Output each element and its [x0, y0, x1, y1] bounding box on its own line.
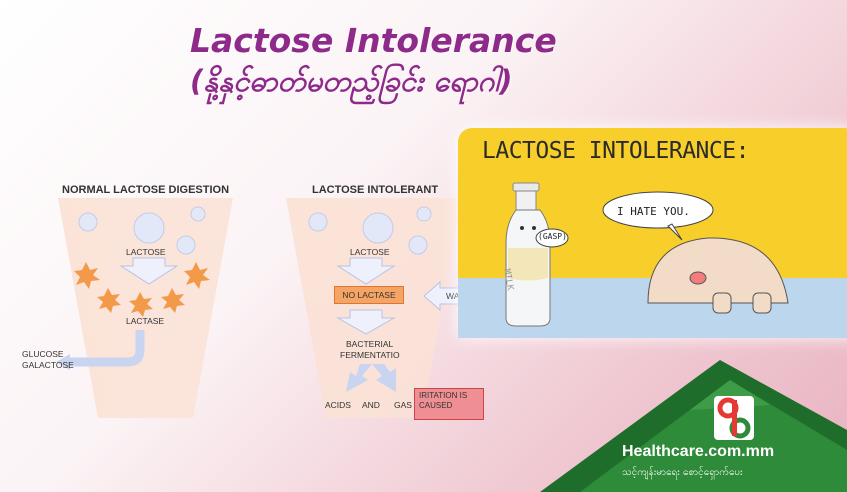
lactose-bubble — [176, 235, 196, 255]
title-line-2: (နို့နှင့်ဓာတ်မတည့်ခြင်း ရောဂါ) — [190, 64, 513, 98]
lactose-character — [647, 237, 789, 314]
normal-heading: NORMAL LACTOSE DIGESTION — [62, 184, 230, 196]
no-lactase-box: NO LACTASE — [334, 286, 404, 304]
down-arrow — [336, 309, 396, 335]
lactose-bubble — [408, 235, 428, 255]
down-arrow — [119, 257, 179, 285]
irritation-box: IRITATION IS CAUSED — [414, 388, 484, 420]
page-title: Lactose Intolerance (နို့နှင့်ဓာတ်မတည့်ခ… — [190, 22, 557, 100]
gasp-text: (GASP) — [538, 232, 567, 241]
bacterial-label: BACTERIAL — [346, 339, 394, 349]
lactose-bubble — [362, 212, 394, 244]
split-arrow — [346, 364, 372, 392]
irritation-line-1: IRITATION IS — [419, 391, 468, 400]
down-arrow — [336, 257, 396, 285]
fermentation-label: FERMENTATIO — [340, 350, 400, 360]
lactose-bubble — [190, 206, 206, 222]
acids-label: ACIDS — [325, 400, 351, 410]
brand-name: Healthcare.com.mm — [622, 443, 775, 460]
title-line-1: Lactose Intolerance — [190, 21, 557, 60]
lactase-enzymes — [74, 262, 210, 317]
normal-lactose-label: LACTOSE — [126, 247, 166, 257]
lactose-bubble — [78, 212, 98, 232]
cartoon-illustration — [458, 128, 847, 338]
glucose-label: GLUCOSE — [22, 349, 64, 359]
digestion-diagram — [56, 198, 476, 418]
intolerant-heading: LACTOSE INTOLERANT — [312, 184, 439, 196]
intolerant-lactose-label: LACTOSE — [350, 247, 390, 257]
lactose-bubble — [416, 206, 432, 222]
speech-bubble — [602, 191, 714, 241]
lactase-label: LACTASE — [126, 316, 165, 326]
lactose-bubble — [308, 212, 328, 232]
irritation-line-2: CAUSED — [419, 401, 453, 410]
galactose-label: GALACTOSE — [22, 360, 74, 370]
brand-logo-icon — [714, 396, 754, 440]
brand-tagline: သင့်ကျန်းမာရေး စောင့်ရှောက်ပေး — [622, 467, 743, 478]
cartoon-title: LACTOSE INTOLERANCE: — [482, 138, 749, 164]
gasp-bubble — [535, 228, 569, 248]
exit-arrow — [70, 330, 145, 367]
speech-text: I HATE YOU. — [617, 205, 690, 218]
gas-label: GAS — [394, 400, 412, 410]
lactose-bubble — [133, 212, 165, 244]
brand-mountain-light — [580, 380, 847, 492]
split-arrow — [372, 364, 396, 392]
and-label: AND — [362, 400, 380, 410]
